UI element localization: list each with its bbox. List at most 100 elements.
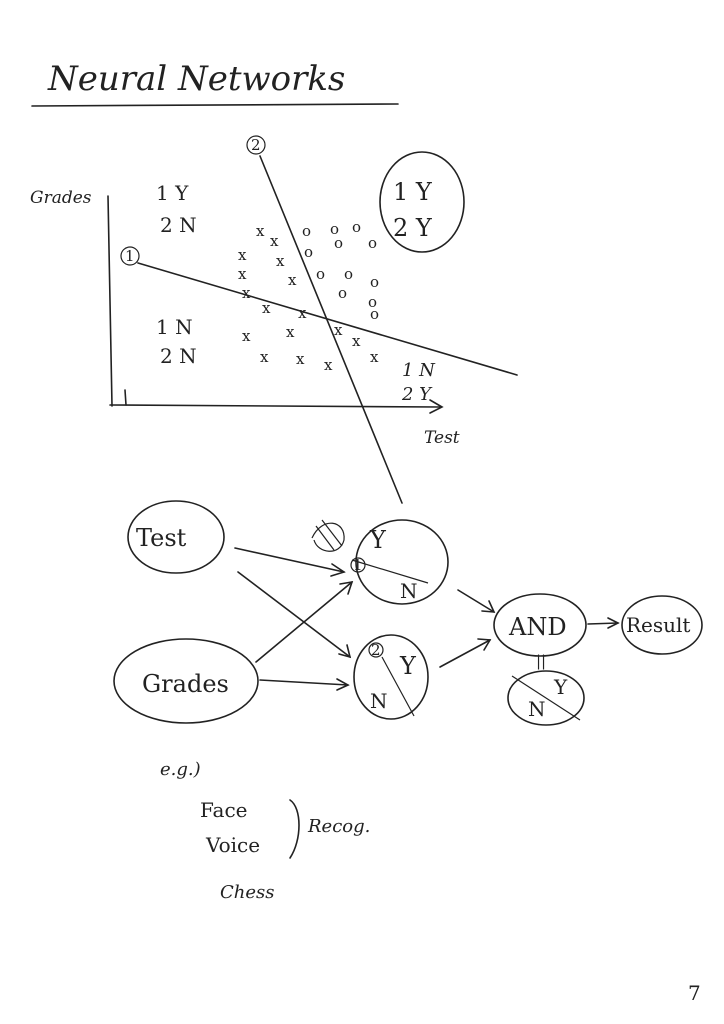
line2-marker: 2	[251, 136, 261, 154]
neuron-2-bottom: N	[370, 689, 388, 713]
cross-point: x	[334, 321, 343, 339]
arrowhead	[336, 678, 350, 691]
line2-marker-circle	[246, 135, 266, 155]
title-underline	[31, 103, 399, 107]
arrowhead	[330, 563, 346, 577]
quadrant-label: 2 N	[160, 213, 197, 237]
y-axis-label: Grades	[30, 188, 92, 208]
and-node-label: AND	[508, 613, 567, 641]
network-diagram: Test Grades 1 Y N 2 Y N AND	[113, 500, 703, 726]
circle-point: o	[370, 305, 379, 323]
and-output-node	[507, 670, 585, 726]
neuron-2-marker-circle	[368, 642, 384, 658]
examples-intro: e.g.)	[160, 759, 201, 780]
circle-point: o	[304, 243, 313, 261]
circle-point: o	[334, 234, 343, 252]
neuron-1-divider	[351, 559, 429, 584]
edge-grades-neuron2	[259, 679, 349, 686]
circle-point: o	[352, 218, 361, 236]
cross-point: x	[352, 332, 361, 350]
example-item: Face	[200, 798, 247, 822]
y-axis	[107, 195, 113, 407]
cross-point: x	[288, 271, 297, 289]
cross-point: x	[260, 348, 269, 366]
circle-point: o	[316, 265, 325, 283]
and-node	[493, 593, 587, 657]
edge-test-neuron1	[234, 547, 345, 573]
input-node-test	[127, 500, 225, 574]
quadrant-label: 2 Y	[401, 384, 433, 405]
circle-points: o o o o o o o o o o o o	[302, 218, 379, 323]
neuron-1-scribble	[311, 519, 345, 552]
cross-point: x	[238, 246, 247, 264]
cross-point: x	[324, 356, 333, 374]
input-node-label: Test	[136, 524, 187, 552]
cross-point: x	[242, 327, 251, 345]
x-axis-arrowhead	[429, 399, 444, 414]
circle-point: o	[368, 293, 377, 311]
quadrant-label: 1 Y	[393, 178, 433, 206]
page-number: 7	[688, 981, 701, 1005]
neuron-1-top: Y	[369, 526, 387, 554]
neuron-1-bottom: N	[400, 579, 418, 603]
neuron-2-top: Y	[399, 652, 417, 680]
arrowhead	[481, 600, 496, 613]
input-node-grades	[113, 638, 259, 724]
cross-point: x	[238, 265, 247, 283]
circle-point: o	[368, 234, 377, 252]
circle-point: o	[338, 284, 347, 302]
neuron-2-marker: 2	[371, 641, 381, 659]
circle-point: o	[344, 265, 353, 283]
neuron-1	[355, 519, 449, 605]
quadrant-top-right: 1 Y 2 Y	[379, 151, 465, 253]
circle-point: o	[302, 222, 311, 240]
cross-point: x	[256, 222, 265, 240]
x-axis-label: Test	[424, 428, 460, 448]
quadrant-label: 2 N	[160, 344, 197, 368]
line1-marker: 1	[125, 247, 135, 265]
result-node	[621, 595, 703, 655]
page-title: Neural Networks	[47, 59, 345, 99]
x-axis	[109, 404, 441, 408]
edge-grades-neuron1	[255, 581, 353, 663]
cross-points: x x x x x x x x x x x x x x x x x	[238, 222, 379, 374]
cross-point: x	[276, 252, 285, 270]
quadrant-label: 1 N	[402, 360, 436, 381]
line1-marker-circle	[120, 246, 140, 266]
circle-point: o	[370, 273, 379, 291]
edge-neuron2-and	[439, 639, 491, 668]
cross-point: x	[286, 323, 295, 341]
example-item: Voice	[205, 833, 260, 857]
scatter-plot: Grades Test 1 2 1 Y 2 N 1 Y 2 Y 1 N 2 N …	[30, 135, 518, 504]
example-brace	[289, 799, 300, 859]
circle-point: o	[330, 220, 339, 238]
input-node-label: Grades	[142, 670, 229, 698]
arrowhead	[607, 617, 620, 629]
arrowhead	[477, 638, 492, 651]
cross-point: x	[262, 299, 271, 317]
edge-neuron1-and	[457, 589, 495, 613]
and-output-top: Y	[553, 675, 568, 699]
quadrant-label: 1 Y	[156, 181, 189, 205]
example-extra: Chess	[220, 882, 275, 903]
example-group-label: Recog.	[307, 816, 370, 837]
quadrant-bottom-right: 1 N 2 Y	[401, 360, 436, 405]
result-node-label: Result	[626, 613, 690, 637]
cross-point: x	[296, 350, 305, 368]
edge-test-neuron2	[237, 571, 351, 658]
neuron-1-marker-circle	[350, 557, 366, 573]
arrowhead	[339, 580, 354, 595]
and-output-divider	[511, 675, 581, 721]
edge-and-result	[587, 622, 619, 625]
cross-point: x	[270, 232, 279, 250]
quadrant-top-left: 1 Y 2 N	[156, 181, 197, 237]
examples-section: e.g.) Face Voice Recog. Chess	[160, 759, 370, 903]
axis-origin-tick	[124, 389, 127, 406]
cross-point: x	[242, 284, 251, 302]
neuron-2-divider	[381, 656, 415, 717]
arrowhead	[338, 644, 352, 659]
cross-point: x	[370, 348, 379, 366]
quadrant-label: 2 Y	[393, 214, 433, 242]
quadrant-label: 1 N	[156, 315, 193, 339]
